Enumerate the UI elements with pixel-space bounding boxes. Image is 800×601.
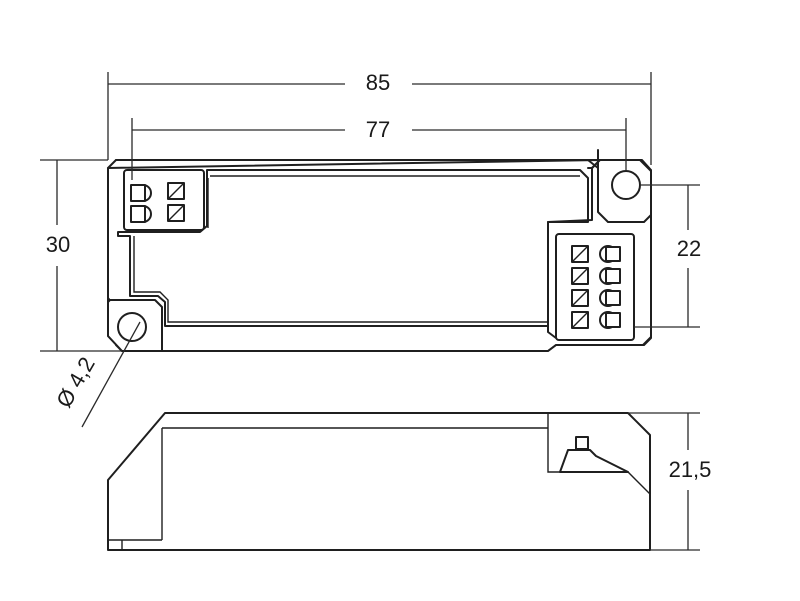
dim-hole-offset: 22 <box>677 236 701 261</box>
side-view-outline <box>107 412 651 551</box>
terminal-block-right <box>555 233 635 341</box>
top-view <box>107 149 652 352</box>
terminal-right-screws <box>571 245 621 329</box>
side-view-inner-lines <box>108 413 651 550</box>
mounting-hole-right <box>611 170 641 200</box>
terminal-left-screws <box>130 182 185 223</box>
dim-height: 21,5 <box>669 457 712 482</box>
dim-hole-spacing: 77 <box>366 117 390 142</box>
mounting-hole-left <box>117 312 147 342</box>
side-view-terminal <box>559 449 629 473</box>
side-view <box>107 412 651 551</box>
side-view-terminal-slot <box>575 436 589 450</box>
housing-inner-rim-2 <box>133 175 580 323</box>
dimension-lines <box>40 72 700 551</box>
dim-width: 30 <box>46 232 70 257</box>
dim-hole-diameter: Ø 4,2 <box>51 353 100 412</box>
dim-overall-length: 85 <box>366 70 390 95</box>
housing-inner-rim <box>117 169 589 327</box>
